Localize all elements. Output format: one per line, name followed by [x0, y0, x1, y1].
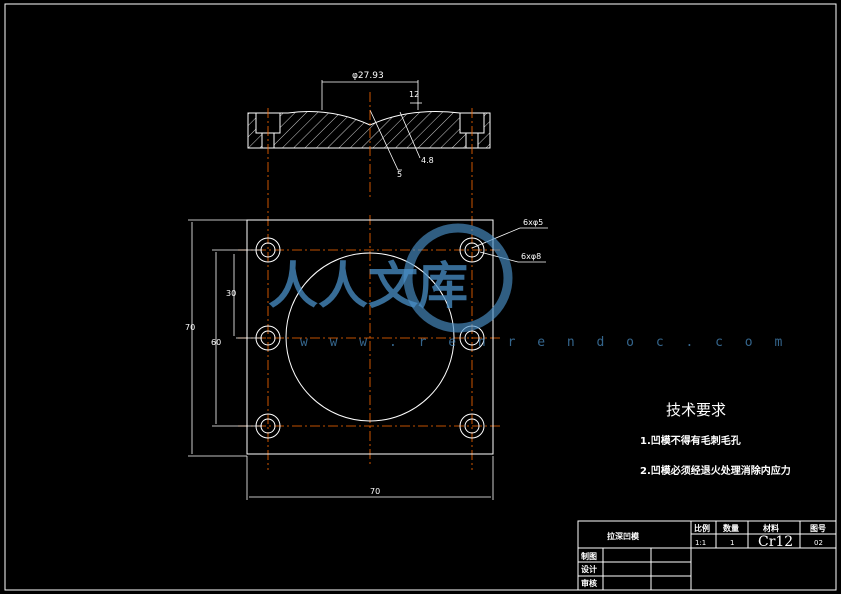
callout-large-holes: 6xφ8	[521, 252, 541, 261]
col-qty: 数量	[723, 523, 739, 533]
row-check: 审核	[581, 578, 597, 588]
sheet-border	[4, 3, 837, 591]
dim-70-horizontal: 70	[370, 487, 380, 496]
plan-view: 6xφ5 6xφ8 30 60 70 70	[185, 218, 548, 500]
tech-item-1: 1.凹模不得有毛刺毛孔	[640, 434, 741, 447]
dim-70-vertical: 70	[185, 323, 195, 332]
scale-value: 1:1	[695, 539, 706, 547]
watermark-url: w w w . r e n r e n d o c . c o m	[300, 335, 789, 350]
tech-title: 技术要求	[666, 401, 726, 419]
watermark-text: 人人文库	[268, 257, 468, 315]
dim-width-top: 12	[409, 90, 419, 99]
callout-small-holes: 6xφ5	[523, 218, 543, 227]
dim-depth: 4.8	[421, 156, 434, 165]
title-block	[577, 520, 837, 591]
dim-diameter: φ27.93	[352, 71, 384, 81]
row-drawn: 制图	[581, 551, 597, 561]
section-view: φ27.93 12 5 4.8	[247, 71, 491, 179]
drawing-no-value: 02	[814, 539, 823, 547]
dim-60: 60	[211, 338, 221, 347]
tech-item-2: 2.凹模必须经退火处理消除内应力	[640, 464, 791, 477]
qty-value: 1	[730, 539, 734, 547]
col-drawing-no: 图号	[810, 524, 826, 533]
dim-30: 30	[226, 289, 236, 298]
material-value: Cr12	[758, 534, 793, 550]
col-material: 材料	[763, 523, 779, 533]
part-name: 拉深凹模	[607, 531, 640, 541]
watermark: 人人文库 w w w . r e n r e n d o c . c o m	[268, 223, 789, 350]
tech-requirements: 技术要求 1.凹模不得有毛刺毛孔 2.凹模必须经退火处理消除内应力	[640, 401, 791, 477]
row-design: 设计	[581, 564, 597, 574]
centerlines	[238, 92, 502, 470]
col-scale: 比例	[694, 523, 710, 533]
dim-radius-small: 5	[397, 170, 402, 179]
